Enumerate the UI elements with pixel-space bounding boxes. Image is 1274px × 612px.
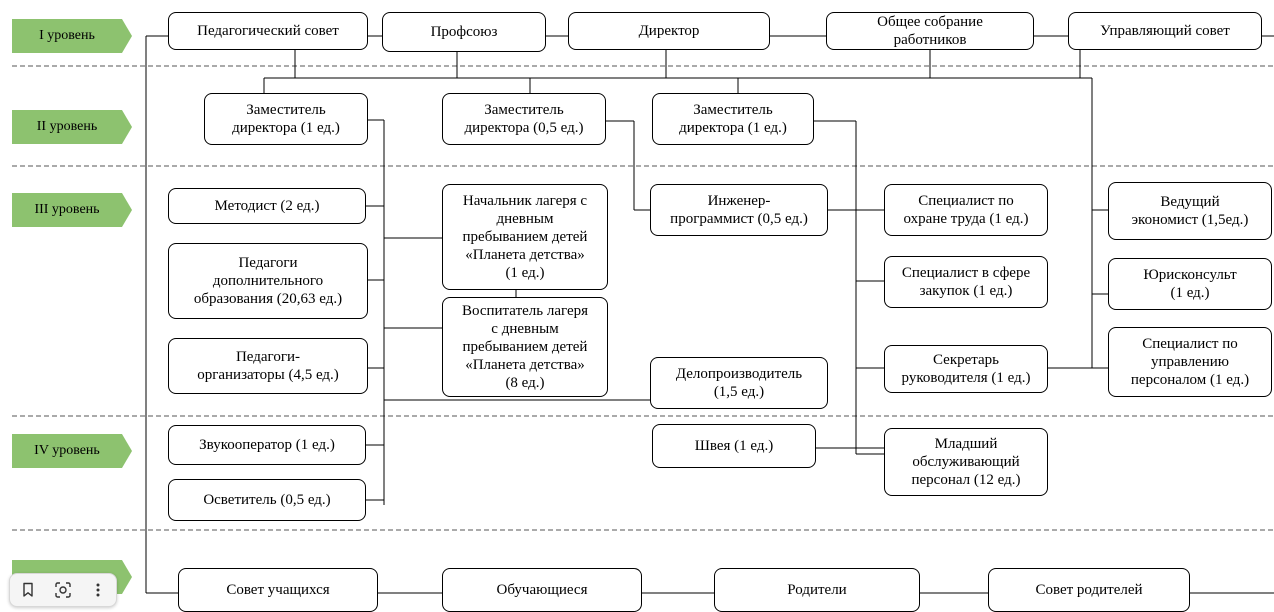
node-label: Специалист в сфере закупок (1 ед.) [901, 265, 1031, 299]
image-toolbar [9, 573, 117, 607]
node-legal-counsel: Юрисконсульт (1 ед.) [1108, 258, 1272, 310]
node-pedagogical-council: Педагогический совет [168, 12, 368, 50]
bookmark-icon[interactable] [14, 577, 42, 603]
node-label: Заместитель директора (1 ед.) [679, 102, 787, 136]
node-label: Педагоги- организаторы (4,5 ед.) [197, 349, 339, 383]
node-executive-secretary: Секретарь руководителя (1 ед.) [884, 345, 1048, 393]
node-clerk: Делопроизводитель (1,5 ед.) [650, 357, 828, 409]
node-lighting-technician: Осветитель (0,5 ед.) [168, 479, 366, 521]
node-lead-economist: Ведущий экономист (1,5ед.) [1108, 182, 1272, 240]
node-general-meeting: Общее собрание работников [826, 12, 1034, 50]
node-label: Делопроизводитель (1,5 ед.) [675, 366, 803, 400]
node-methodist: Методист (2 ед.) [168, 188, 366, 224]
hierarchy-lines [145, 35, 1274, 594]
node-label: Заместитель директора (1 ед.) [232, 102, 340, 136]
level-2-tag: II уровень [12, 110, 132, 144]
node-label: Профсоюз [430, 24, 498, 40]
level-3-label: III уровень [34, 202, 100, 217]
level-2-arrow-shape [12, 110, 132, 144]
node-camp-educator: Воспитатель лагеря с дневным пребыванием… [442, 297, 608, 397]
node-junior-service-staff: Младший обслуживающий персонал (12 ед.) [884, 428, 1048, 496]
node-label: Совет учащихся [226, 582, 330, 598]
node-label: Воспитатель лагеря с дневным пребыванием… [461, 303, 589, 391]
node-label: Секретарь руководителя (1 ед.) [901, 352, 1031, 386]
node-label: Швея (1 ед.) [694, 438, 774, 454]
node-label: Специалист по охране труда (1 ед.) [903, 193, 1029, 227]
level-4-tag: IV уровень [12, 434, 132, 468]
node-procurement-specialist: Специалист в сфере закупок (1 ед.) [884, 256, 1048, 308]
node-label: Родители [787, 582, 847, 598]
node-parents: Родители [714, 568, 920, 612]
node-parent-council: Совет родителей [988, 568, 1190, 612]
node-deputy-director-2: Заместитель директора (1 ед.) [652, 93, 814, 145]
level-1-label: I уровень [39, 28, 95, 43]
level-dividers [12, 65, 1274, 531]
node-director: Директор [568, 12, 770, 50]
node-students: Обучающиеся [442, 568, 642, 612]
node-label: Юрисконсульт (1 ед.) [1143, 267, 1237, 301]
node-label: Общее собрание работников [877, 14, 983, 48]
node-additional-education-teachers: Педагоги дополнительного образования (20… [168, 243, 368, 319]
node-label: Заместитель директора (0,5 ед.) [464, 102, 584, 136]
node-student-council: Совет учащихся [178, 568, 378, 612]
node-deputy-director-05: Заместитель директора (0,5 ед.) [442, 93, 606, 145]
node-label: Совет родителей [1035, 582, 1143, 598]
level-4-arrow-shape [12, 434, 132, 468]
node-teacher-organizers: Педагоги- организаторы (4,5 ед.) [168, 338, 368, 394]
node-label: Обучающиеся [496, 582, 588, 598]
more-vertical-icon[interactable] [84, 577, 112, 603]
node-label: Педагоги дополнительного образования (20… [193, 255, 343, 307]
level-1-arrow-shape [12, 19, 132, 53]
node-label: Инженер- программист (0,5 ед.) [670, 193, 808, 227]
node-label: Звукооператор (1 ед.) [199, 437, 335, 453]
node-deputy-director-1: Заместитель директора (1 ед.) [204, 93, 368, 145]
node-label: Осветитель (0,5 ед.) [203, 492, 331, 508]
node-label: Директор [638, 23, 700, 39]
node-seamstress: Швея (1 ед.) [652, 424, 816, 468]
lens-icon[interactable] [49, 577, 77, 603]
node-software-engineer: Инженер- программист (0,5 ед.) [650, 184, 828, 236]
node-trade-union: Профсоюз [382, 12, 546, 52]
level-3-tag: III уровень [12, 193, 132, 227]
node-label: Специалист по управлению персоналом (1 е… [1130, 336, 1250, 388]
node-label: Начальник лагеря с дневным пребыванием д… [462, 193, 588, 281]
node-label: Методист (2 ед.) [214, 198, 320, 214]
node-hr-specialist: Специалист по управлению персоналом (1 е… [1108, 327, 1272, 397]
level-2-label: II уровень [36, 119, 98, 134]
node-camp-head: Начальник лагеря с дневным пребыванием д… [442, 184, 608, 290]
level-3-arrow-shape [12, 193, 132, 227]
node-labor-safety-specialist: Специалист по охране труда (1 ед.) [884, 184, 1048, 236]
node-label: Управляющий совет [1100, 23, 1230, 39]
level-4-label: IV уровень [34, 443, 100, 458]
node-governing-council: Управляющий совет [1068, 12, 1262, 50]
node-label: Младший обслуживающий персонал (12 ед.) [911, 436, 1021, 488]
node-label: Ведущий экономист (1,5ед.) [1131, 194, 1249, 228]
level-1-tag: I уровень [12, 19, 132, 53]
node-label: Педагогический совет [197, 23, 339, 39]
node-sound-operator: Звукооператор (1 ед.) [168, 425, 366, 465]
